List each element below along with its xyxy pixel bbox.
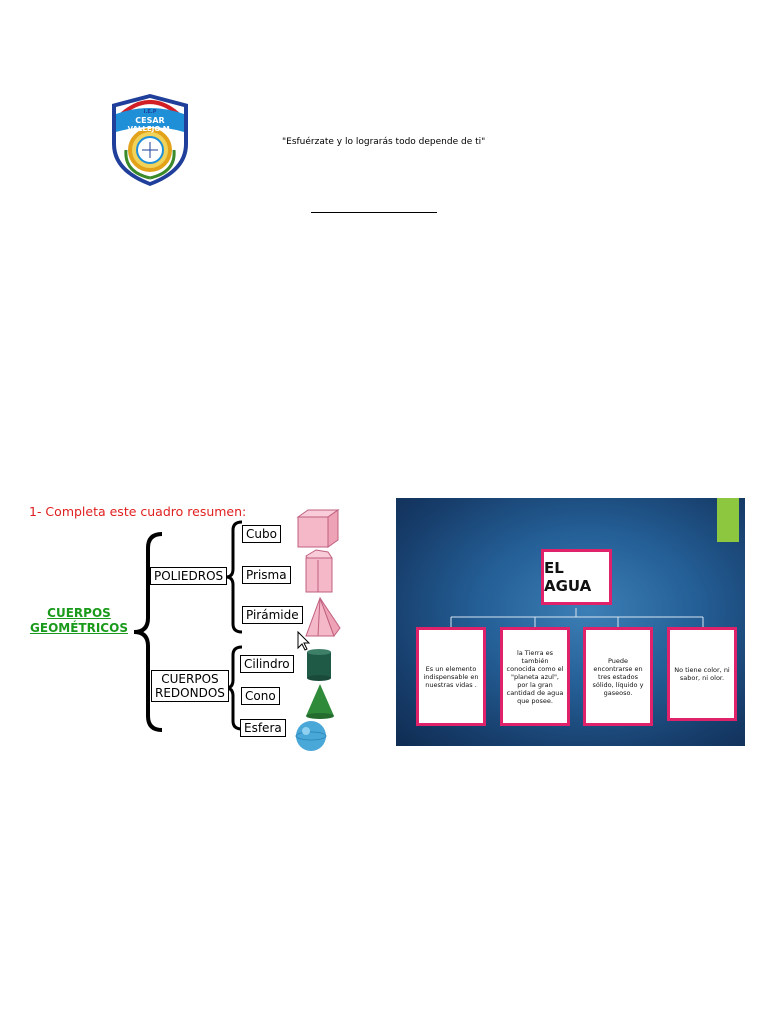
agua-card-4: No tiene color, ni sabor, ni olor. [667,627,737,721]
root-label-line2: GEOMÉTRICOS [30,621,128,635]
blank-underline [311,212,437,213]
svg-text:CESAR: CESAR [135,116,164,125]
item-piramide: Pirámide [242,606,303,624]
task-title: 1- Completa este cuadro resumen: [29,504,247,519]
item-cilindro: Cilindro [240,655,294,673]
item-prisma: Prisma [242,566,291,584]
branch-redondos-line2: REDONDOS [155,686,225,700]
item-cono: Cono [241,687,280,705]
branch-poliedros: POLIEDROS [150,567,228,585]
svg-text:VALLEJO M.: VALLEJO M. [128,125,173,133]
cube-icon [296,509,340,548]
root-label-line1: CUERPOS [47,606,111,620]
agua-connectors [450,608,704,627]
root-label: CUERPOS GEOMÉTRICOS [25,606,133,636]
agua-diagram-image: EL AGUA Es un elemento indispensable en … [396,498,745,746]
school-logo: I.E.P CESAR VALLEJO M. [108,92,192,188]
accent-tab [717,498,739,542]
pyramid-icon [305,596,341,638]
item-cubo: Cubo [242,525,281,543]
sphere-icon [295,721,327,751]
agua-card-3: Puede encontrarse en tres estados sólido… [583,627,653,726]
item-esfera: Esfera [240,719,286,737]
prism-icon [305,549,333,593]
cylinder-icon [307,649,331,681]
cone-icon [306,684,334,719]
branch-redondos-line1: CUERPOS [161,672,219,686]
agua-card-1: Es un elemento indispensable en nuestras… [416,627,486,726]
school-motto: "Esfuérzate y lo lograrás todo depende d… [282,137,486,147]
agua-title: EL AGUA [541,549,612,605]
branch-redondos: CUERPOS REDONDOS [151,670,229,702]
svg-text:I.E.P: I.E.P [144,109,157,115]
agua-card-2: la Tierra es también conocida como el "p… [500,627,570,726]
